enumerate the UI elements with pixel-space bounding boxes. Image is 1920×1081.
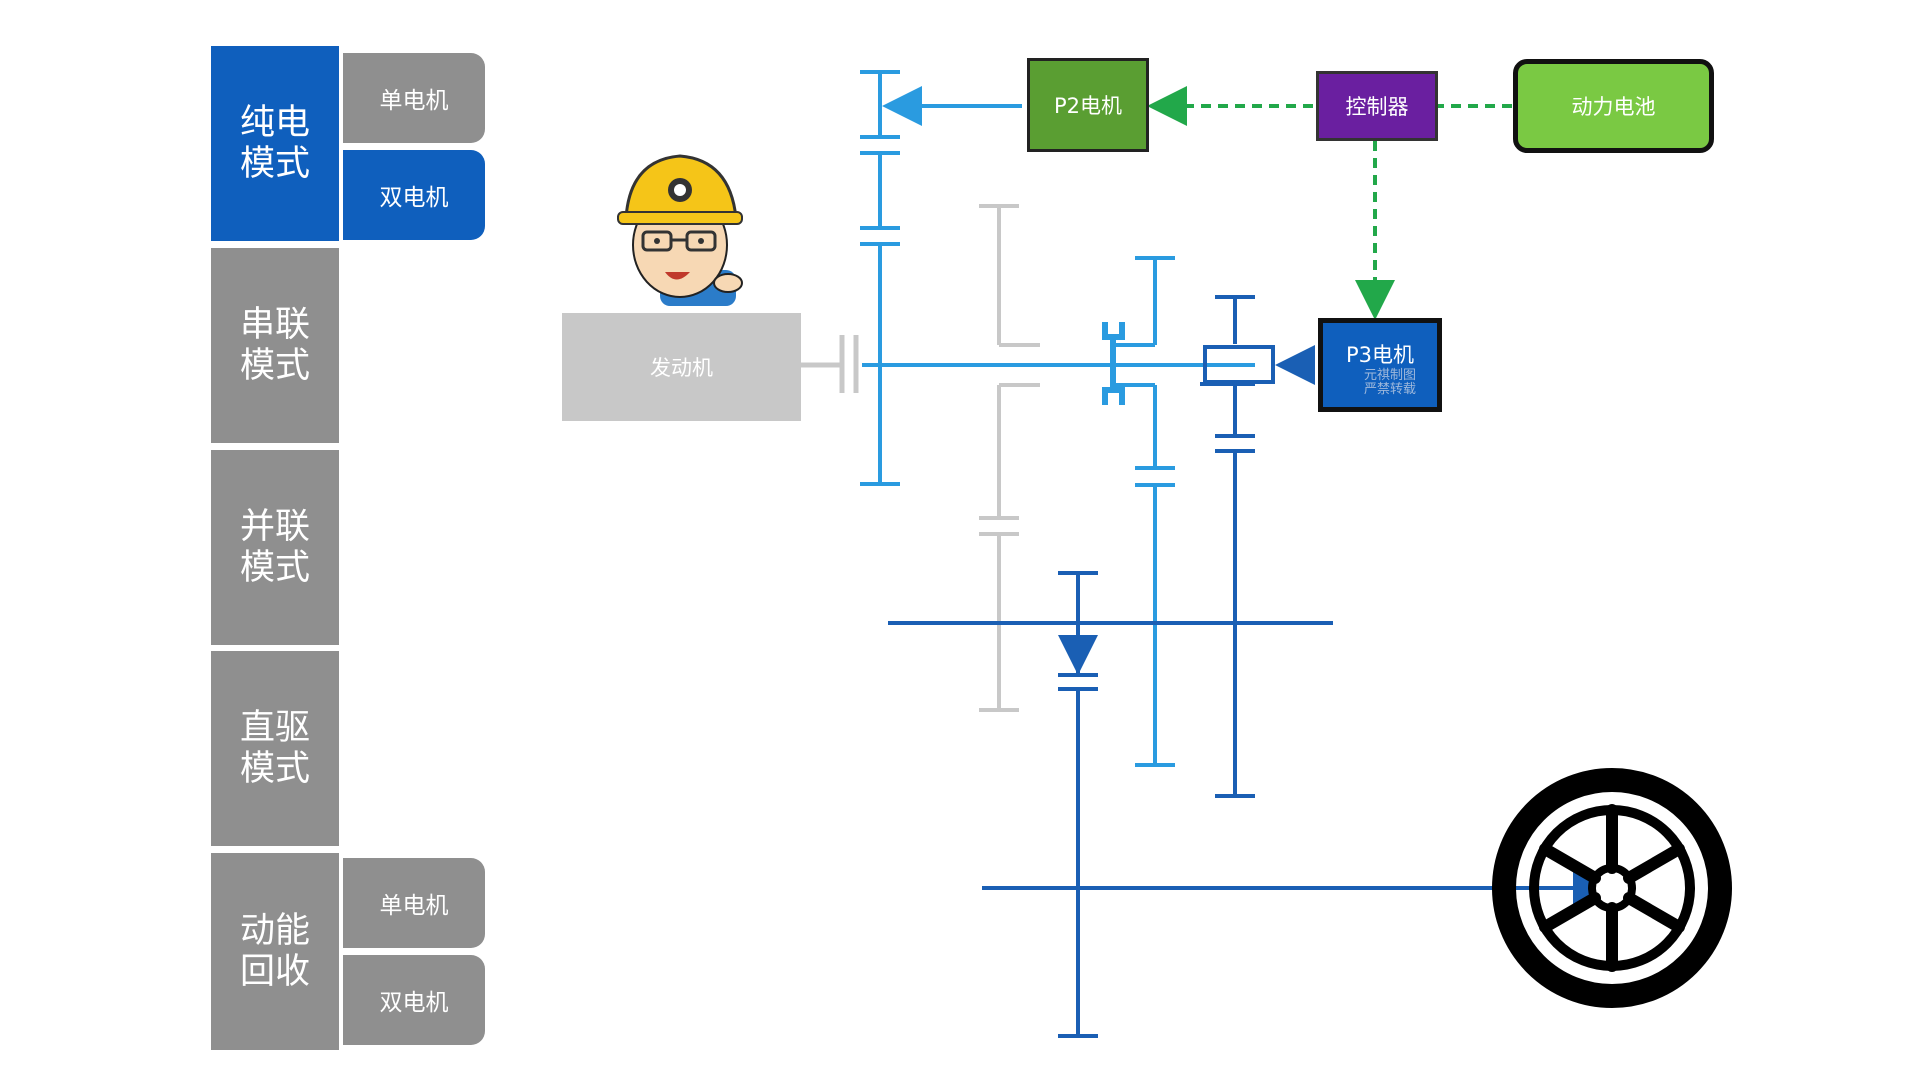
p2-motor-block: P2电机 bbox=[1027, 58, 1149, 152]
mode-ev-label: 纯电模式 bbox=[239, 102, 310, 184]
regen-single-motor-label: 单电机 bbox=[379, 893, 449, 919]
mode-series[interactable]: 串联模式 bbox=[211, 248, 339, 443]
input-shaft bbox=[860, 70, 1255, 767]
mode-series-label: 串联模式 bbox=[239, 304, 310, 386]
p2-motor-label: P2电机 bbox=[1053, 94, 1123, 118]
synchronizer bbox=[1102, 322, 1125, 405]
engine-clutch bbox=[797, 335, 859, 393]
engine-label: 发动机 bbox=[650, 356, 713, 380]
mode-regen-label: 动能回收 bbox=[239, 910, 310, 992]
control-signals bbox=[1147, 86, 1512, 320]
regen-dual-motor[interactable]: 双电机 bbox=[343, 955, 485, 1045]
mode-parallel[interactable]: 并联模式 bbox=[211, 450, 339, 645]
ev-dual-motor-label: 双电机 bbox=[379, 185, 449, 211]
mode-direct-label: 直驱模式 bbox=[239, 707, 310, 789]
battery-block: 动力电池 bbox=[1513, 59, 1714, 153]
mode-parallel-label: 并联模式 bbox=[239, 506, 310, 588]
controller-block: 控制器 bbox=[1316, 71, 1438, 141]
watermark-line-2: 严禁转载 bbox=[1363, 382, 1416, 397]
p3-motor-block: P3电机 元祺制图 严禁转载 bbox=[1318, 318, 1442, 412]
mode-regen[interactable]: 动能回收 bbox=[211, 853, 339, 1050]
ev-single-motor[interactable]: 单电机 bbox=[343, 53, 485, 143]
regen-single-motor[interactable]: 单电机 bbox=[343, 858, 485, 948]
mode-direct[interactable]: 直驱模式 bbox=[211, 651, 339, 846]
ev-single-motor-label: 单电机 bbox=[379, 88, 449, 114]
controller-label: 控制器 bbox=[1345, 95, 1409, 119]
watermark-line-1: 元祺制图 bbox=[1363, 368, 1416, 383]
engine-block: 发动机 bbox=[562, 313, 801, 421]
mode-ev[interactable]: 纯电模式 bbox=[211, 46, 339, 241]
p3-motor-label: P3电机 bbox=[1345, 343, 1415, 367]
wheel-icon bbox=[1492, 768, 1732, 1008]
engineer-mascot-icon bbox=[617, 154, 743, 306]
battery-label: 动力电池 bbox=[1571, 95, 1656, 119]
inactive-gear-set bbox=[979, 204, 1040, 712]
ev-dual-motor[interactable]: 双电机 bbox=[343, 150, 485, 240]
output-shafts bbox=[888, 295, 1600, 1038]
regen-dual-motor-label: 双电机 bbox=[379, 990, 449, 1016]
